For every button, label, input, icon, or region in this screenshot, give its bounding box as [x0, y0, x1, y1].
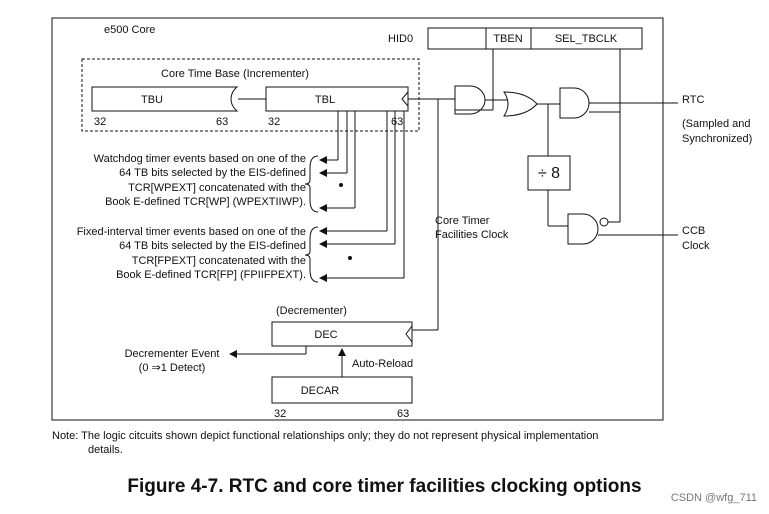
hid0-tben: TBEN: [493, 33, 522, 45]
tbu-end-bit: 63: [216, 116, 228, 128]
inverter-bubble: [599, 217, 609, 227]
decar-label: DECAR: [301, 385, 340, 397]
note-line-2: details.: [88, 444, 123, 456]
fixed-interval-line-4: Book E-defined TCR[FP] (FPIIFPEXT).: [116, 269, 306, 281]
core-timer-label-2: Facilities Clock: [435, 229, 509, 241]
tbu-label: TBU: [141, 94, 163, 106]
decrementer-title: (Decrementer): [276, 305, 347, 317]
tbl-start-bit: 32: [268, 116, 280, 128]
decrementer-event-line-1: Decrementer Event: [125, 348, 220, 360]
core-timer-label-1: Core Timer: [435, 215, 490, 227]
watchdog-line-2: 64 TB bits selected by the EIS-defined: [119, 167, 306, 179]
fixed-interval-ellipsis-dot: [348, 256, 352, 260]
or-gate: [503, 91, 538, 117]
and-gate-3: [567, 213, 599, 245]
and-gate-1: [454, 85, 486, 115]
watchdog-line-4: Book E-defined TCR[WP] (WPEXTIIWP).: [105, 196, 306, 208]
auto-reload-label: Auto-Reload: [352, 358, 413, 370]
time-base-box: [81, 58, 420, 132]
watchdog-line-1: Watchdog timer events based on one of th…: [94, 153, 306, 165]
ccb-clock-label: Clock: [682, 240, 710, 252]
watchdog-line-3: TCR[WPEXT] concatenated with the: [128, 182, 306, 194]
ccb-label: CCB: [682, 225, 705, 237]
fixed-interval-taps: [304, 111, 405, 283]
tbu-register: [91, 86, 239, 112]
fixed-interval-line-1: Fixed-interval timer events based on one…: [77, 226, 306, 238]
hid0-register: [427, 27, 643, 50]
core-label: e500 Core: [104, 24, 155, 36]
tbl-register: [265, 86, 409, 112]
hid0-sel-tbclk: SEL_TBCLK: [555, 33, 618, 45]
clocking-diagram: e500 Core HID0 TBEN SEL_TBCLK Core Time …: [51, 17, 752, 421]
core-boundary: [51, 17, 664, 421]
rtc-detail-1: (Sampled and: [682, 118, 751, 130]
time-base-title: Core Time Base (Incrementer): [161, 68, 309, 80]
hid0-label: HID0: [388, 33, 413, 45]
decar-start-bit: 32: [274, 408, 286, 420]
fixed-interval-line-2: 64 TB bits selected by the EIS-defined: [119, 240, 306, 252]
decar-register: [271, 376, 413, 404]
and-gate-2: [559, 87, 590, 119]
divide-by-8-label: ÷ 8: [538, 165, 560, 182]
watermark: CSDN @wfg_711: [670, 492, 757, 504]
watchdog-taps: [304, 111, 356, 213]
diagram-note: Note: The logic citcuits shown depict fu…: [52, 429, 692, 457]
rtc-detail-2: Synchronized): [682, 133, 752, 145]
dec-register: [271, 321, 413, 347]
tbu-start-bit: 32: [94, 116, 106, 128]
decrementer-event-line-2: (0 ⇒1 Detect): [139, 362, 206, 374]
decar-end-bit: 63: [397, 408, 409, 420]
fixed-interval-line-3: TCR[FPEXT] concatenated with the: [132, 255, 306, 267]
divide-by-8-box: [527, 155, 571, 191]
tbl-label: TBL: [315, 94, 335, 106]
tbl-end-bit: 63: [391, 116, 403, 128]
figure-caption: Figure 4-7. RTC and core timer facilitie…: [127, 476, 642, 497]
watchdog-ellipsis-dot: [339, 183, 343, 187]
dec-label: DEC: [314, 329, 337, 341]
rtc-label: RTC: [682, 94, 704, 106]
note-line-1: Note: The logic citcuits shown depict fu…: [52, 430, 599, 442]
